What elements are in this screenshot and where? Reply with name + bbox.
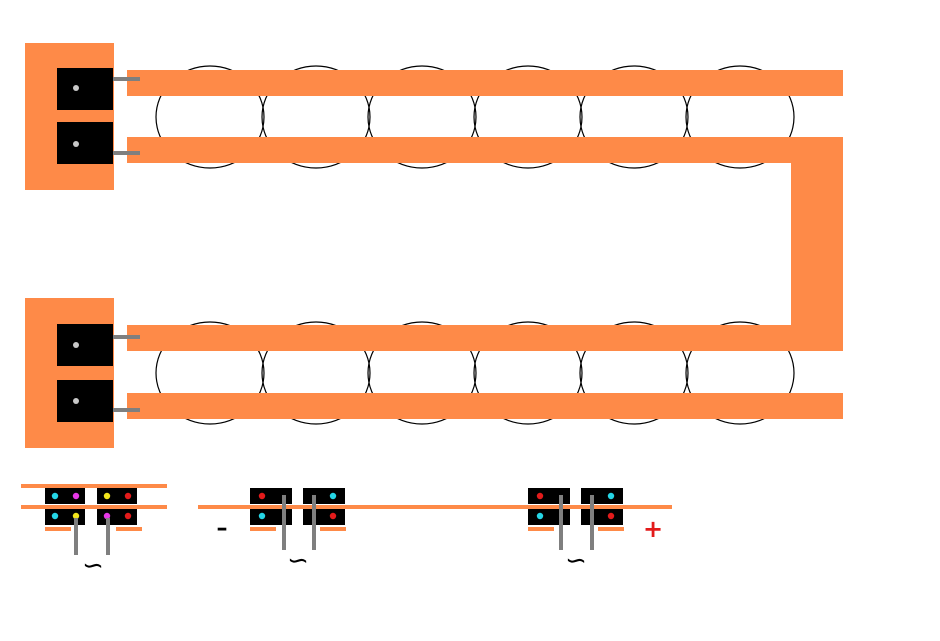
- legend-block: [45, 488, 85, 504]
- pin-yellow: [72, 512, 80, 520]
- legend-block: [528, 509, 570, 525]
- legend-block: [97, 488, 137, 504]
- bottom-strip-1: [127, 325, 843, 351]
- switch-bottom-2: [57, 380, 140, 422]
- bottom-cell-row: [155, 321, 795, 425]
- pin-magenta: [72, 492, 80, 500]
- ac-symbol: ∽: [565, 546, 587, 576]
- bottom-left-plate: [25, 298, 114, 448]
- legend-dc: ∽ ∽ – +: [198, 488, 672, 576]
- pin-yellow: [103, 492, 111, 500]
- pin-red: [536, 492, 544, 500]
- legend-block: [581, 488, 623, 504]
- battery-cell: [261, 65, 371, 169]
- battery-cell: [579, 65, 689, 169]
- wire-lead: [559, 495, 563, 550]
- top-left-plate: [25, 43, 114, 190]
- switch-top-2: [57, 122, 140, 164]
- pin-red: [258, 492, 266, 500]
- legend-long-strip: [198, 505, 672, 509]
- pin-red: [124, 512, 132, 520]
- wire-lead: [282, 495, 286, 550]
- legend-ac-left: ∽: [21, 484, 167, 581]
- legend-block: [581, 509, 623, 525]
- legend-block: [303, 488, 345, 504]
- minus-sign: –: [217, 516, 228, 541]
- switch-lead: [113, 408, 140, 412]
- legend-strip-mid: [21, 505, 167, 509]
- top-cell-row: [155, 65, 795, 169]
- switch-block: [57, 68, 113, 110]
- wire-lead: [74, 518, 78, 555]
- legend-pad: [320, 527, 346, 531]
- switch-block: [57, 324, 113, 366]
- battery-cell: [367, 321, 477, 425]
- pin-cyan: [51, 512, 59, 520]
- legend-pad: [250, 527, 276, 531]
- switch-pin: [73, 141, 79, 147]
- battery-cell: [685, 321, 795, 425]
- ac-symbol: ∽: [82, 551, 104, 581]
- top-strip-2: [127, 137, 843, 163]
- switch-top-1: [57, 68, 140, 110]
- top-strip-1: [127, 70, 843, 96]
- pin-magenta: [103, 512, 111, 520]
- battery-cell: [473, 321, 583, 425]
- switch-lead: [113, 151, 140, 155]
- legend-pad: [598, 527, 624, 531]
- switch-pin: [73, 398, 79, 404]
- legend-block: [303, 509, 345, 525]
- switch-pin: [73, 342, 79, 348]
- battery-cell: [261, 321, 371, 425]
- legend-block: [250, 509, 292, 525]
- pin-cyan: [329, 492, 337, 500]
- pin-cyan: [258, 512, 266, 520]
- switch-block: [57, 122, 113, 164]
- wire-lead: [590, 495, 594, 550]
- pin-red: [329, 512, 337, 520]
- pin-cyan: [607, 492, 615, 500]
- battery-cell: [473, 65, 583, 169]
- legend-strip-top: [21, 484, 167, 488]
- switch-bottom-1: [57, 324, 140, 366]
- pin-red: [124, 492, 132, 500]
- pin-cyan: [536, 512, 544, 520]
- switch-pin: [73, 85, 79, 91]
- pin-red: [607, 512, 615, 520]
- wire-lead: [312, 495, 316, 550]
- battery-cell: [155, 65, 265, 169]
- legend-pad: [528, 527, 554, 531]
- switch-lead: [113, 335, 140, 339]
- plus-sign: +: [643, 515, 663, 543]
- ac-symbol: ∽: [287, 546, 309, 576]
- bottom-strip-2: [127, 393, 843, 419]
- pin-cyan: [51, 492, 59, 500]
- right-connector-bar: [791, 137, 843, 351]
- battery-cell: [685, 65, 795, 169]
- legend-pad-right: [116, 527, 142, 531]
- wire-lead: [106, 518, 110, 555]
- switch-lead: [113, 77, 140, 81]
- battery-cell: [579, 321, 689, 425]
- battery-cell: [367, 65, 477, 169]
- legend-block: [528, 488, 570, 504]
- battery-cell: [155, 321, 265, 425]
- legend-block: [250, 488, 292, 504]
- legend-pad-left: [45, 527, 71, 531]
- switch-block: [57, 380, 113, 422]
